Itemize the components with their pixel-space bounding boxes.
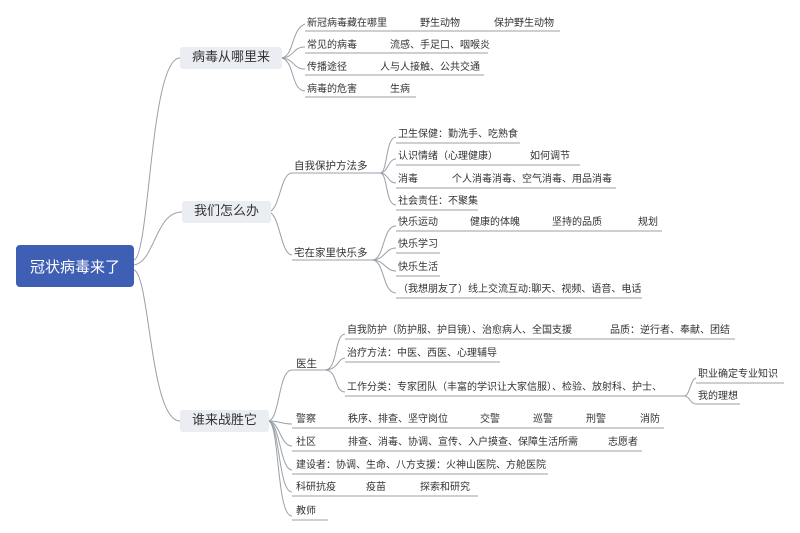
node-treatment[interactable]: 治疗方法：中医、西医、心理辅导 xyxy=(347,348,497,359)
node-firefighters[interactable]: 消防 xyxy=(640,414,660,425)
node-work-categories[interactable]: 工作分类：专家团队（丰富的学识让大家信服）、检验、放射科、护士、 xyxy=(347,382,662,393)
node-community[interactable]: 社区 xyxy=(296,437,316,448)
branch-origin[interactable]: 病毒从哪里来 xyxy=(180,47,283,69)
node-community-duties[interactable]: 排查、消毒、协调、宣传、入户摸查、保障生活所需 xyxy=(348,437,578,448)
node-self-protection[interactable]: 自我保护方法多 xyxy=(294,160,368,172)
node-virus-hiding[interactable]: 新冠病毒藏在哪里 xyxy=(307,18,387,29)
node-healthy-body[interactable]: 健康的体魄 xyxy=(470,217,520,228)
branch-what-to-do[interactable]: 我们怎么办 xyxy=(182,201,272,223)
node-volunteers[interactable]: 志愿者 xyxy=(608,437,638,448)
node-wild-animals[interactable]: 野生动物 xyxy=(420,18,460,29)
node-plan[interactable]: 规划 xyxy=(638,217,658,228)
node-professional-knowledge[interactable]: 职业确定专业知识 xyxy=(698,369,778,380)
root-node[interactable]: 冠状病毒来了 xyxy=(16,245,134,287)
node-teacher[interactable]: 教师 xyxy=(296,506,316,517)
node-self-defense[interactable]: 自我防护（防护服、护目镜）、治愈病人、全国支援 xyxy=(347,325,572,336)
node-happy-life[interactable]: 快乐生活 xyxy=(398,262,438,273)
node-police[interactable]: 警察 xyxy=(296,414,316,425)
branch-who-defeats-it[interactable]: 谁来战胜它 xyxy=(180,410,270,432)
node-sickness[interactable]: 生病 xyxy=(390,84,410,95)
node-disinfect-types[interactable]: 个人消毒消毒、空气消毒、用品消毒 xyxy=(452,174,612,185)
node-happy-learning[interactable]: 快乐学习 xyxy=(398,239,438,250)
node-doctor[interactable]: 医生 xyxy=(296,358,317,370)
node-online-chat[interactable]: （我想朋友了）线上交流互动:聊天、视频、语音、电话 xyxy=(398,284,642,295)
node-stay-home[interactable]: 宅在家里快乐多 xyxy=(294,247,368,259)
node-patrol-police[interactable]: 巡警 xyxy=(533,414,553,425)
node-emotions[interactable]: 认识情绪（心理健康） xyxy=(398,151,498,162)
node-disinfect[interactable]: 消毒 xyxy=(398,174,418,185)
node-explore-research[interactable]: 探索和研究 xyxy=(420,482,470,493)
node-research[interactable]: 科研抗疫 xyxy=(296,482,336,493)
node-vaccine[interactable]: 疫苗 xyxy=(366,482,386,493)
node-police-duties[interactable]: 秩序、排查、坚守岗位 xyxy=(348,414,448,425)
node-traffic-police[interactable]: 交警 xyxy=(480,414,500,425)
node-common-viruses[interactable]: 常见的病毒 xyxy=(307,40,357,51)
node-persistence[interactable]: 坚持的品质 xyxy=(552,217,602,228)
node-adjust[interactable]: 如何调节 xyxy=(530,151,570,162)
node-protect-wildlife[interactable]: 保护野生动物 xyxy=(494,18,554,29)
node-my-dream[interactable]: 我的理想 xyxy=(698,391,738,402)
node-transmission[interactable]: 传播途径 xyxy=(307,62,347,73)
node-virus-harm[interactable]: 病毒的危害 xyxy=(307,84,357,95)
node-flu-list[interactable]: 流感、手足口、咽喉炎 xyxy=(390,40,490,51)
node-hygiene[interactable]: 卫生保健：勤洗手、吃熟食 xyxy=(398,129,518,140)
node-contact-transport[interactable]: 人与人接触、公共交通 xyxy=(380,62,480,73)
node-quality[interactable]: 品质：逆行者、奉献、团结 xyxy=(610,325,730,336)
node-happy-exercise[interactable]: 快乐运动 xyxy=(398,217,438,228)
node-criminal-police[interactable]: 刑警 xyxy=(586,414,606,425)
node-builders[interactable]: 建设者：协调、生命、八方支援：火神山医院、方舱医院 xyxy=(296,460,546,471)
node-social-duty[interactable]: 社会责任：不聚集 xyxy=(398,196,478,207)
